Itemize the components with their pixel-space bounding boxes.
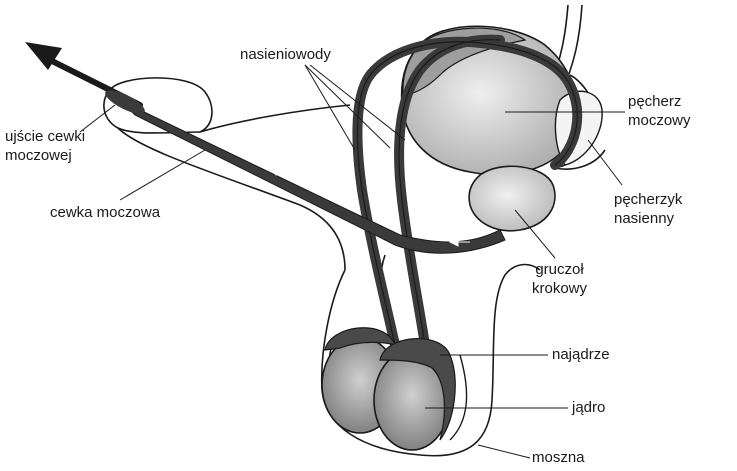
label-moszna: moszna bbox=[532, 448, 585, 467]
label-gruczol-krokowy: gruczoł krokowy bbox=[532, 260, 587, 298]
label-ujscie-cewki-moczowej: ujście cewki moczowej bbox=[5, 127, 85, 165]
label-pecherzyk-nasienny: pęcherzyk nasienny bbox=[614, 190, 682, 228]
label-cewka-moczowa: cewka moczowa bbox=[50, 203, 160, 222]
label-najadrze: najądrze bbox=[552, 345, 610, 364]
label-jadro: jądro bbox=[572, 398, 605, 417]
label-pecherz-moczowy: pęcherz moczowy bbox=[628, 92, 691, 130]
label-nasieniowody: nasieniowody bbox=[240, 45, 331, 64]
prostate-gland bbox=[469, 166, 555, 230]
